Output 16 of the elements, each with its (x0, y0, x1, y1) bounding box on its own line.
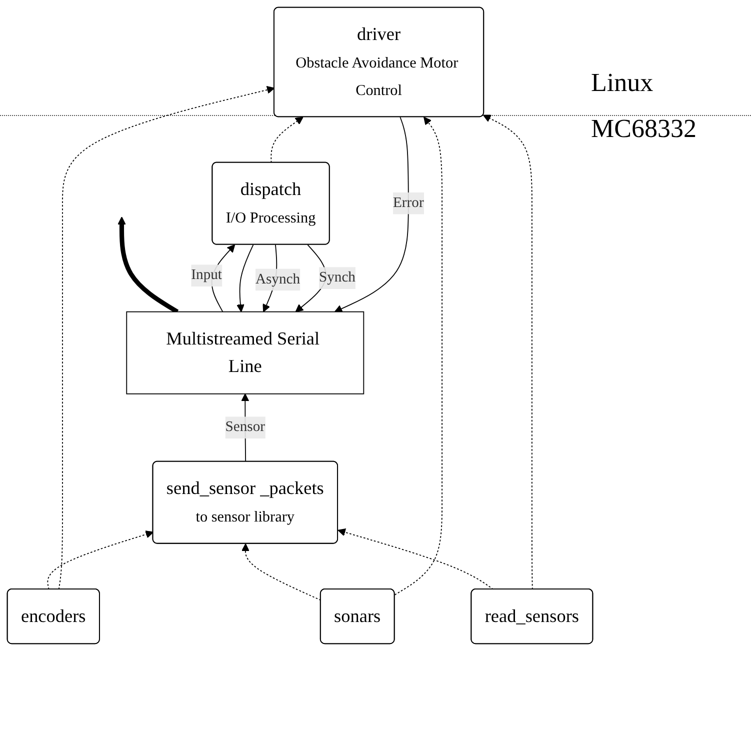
region-label: Linux (591, 68, 654, 98)
edge-label: Error (393, 195, 424, 211)
arrow (118, 216, 179, 314)
arrow (482, 114, 533, 590)
arrow (334, 116, 409, 312)
arrow (394, 116, 442, 596)
arrow (58, 86, 275, 590)
region-label: MC68332 (591, 114, 696, 144)
arrow (270, 116, 304, 164)
edge-label: Asynch (255, 271, 300, 287)
edge-label: Sensor (225, 419, 266, 435)
edge-label: Input (191, 267, 222, 283)
node-box: Multistreamed Serial Line (126, 311, 364, 394)
edge-label: Synch (319, 270, 356, 286)
arrow (47, 530, 154, 590)
arrow (236, 244, 254, 312)
